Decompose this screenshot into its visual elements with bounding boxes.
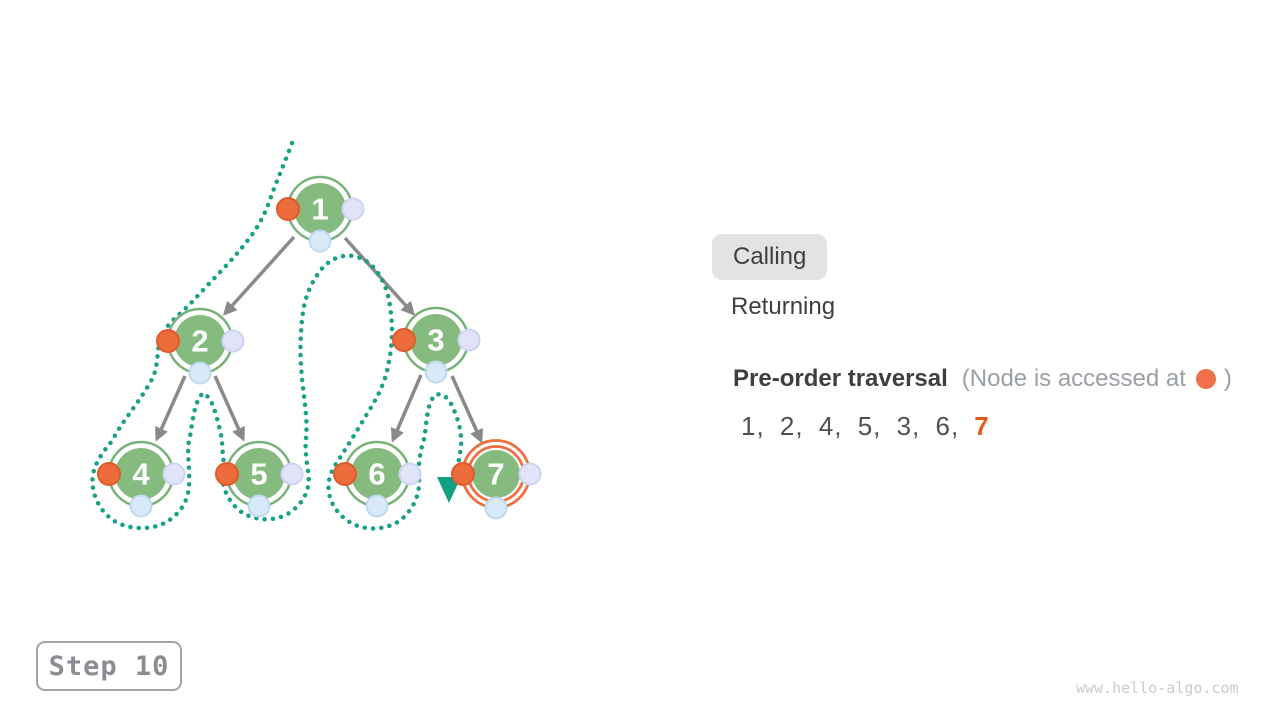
node-label: 4	[132, 457, 150, 492]
edge-3-7	[450, 375, 483, 444]
node-disc	[174, 315, 226, 367]
return-dot-icon	[518, 462, 542, 486]
bottom-dot-icon	[365, 494, 389, 518]
traversal-caption: Pre-order traversal (Node is accessed at…	[733, 365, 1232, 393]
bottom-dot-icon	[247, 494, 271, 518]
return-dot-icon	[341, 197, 365, 221]
sequence-current: 7	[974, 411, 990, 441]
access-dot-icon	[333, 462, 357, 486]
node-label: 6	[368, 457, 385, 492]
binary-tree-figure: 1 2 3 4	[90, 140, 542, 531]
bottom-dot-icon	[424, 360, 448, 384]
tree-node-4: 4	[97, 440, 186, 518]
node-disc	[351, 448, 403, 500]
step-badge: Step 10	[36, 641, 182, 691]
watermark: www.hello-algo.com	[1076, 679, 1239, 697]
traversal-note-suffix: )	[1223, 365, 1232, 392]
current-pointer-icon	[437, 477, 461, 503]
node-label: 2	[191, 324, 208, 359]
access-dot-icon	[156, 329, 180, 353]
access-legend-dot-icon	[1195, 369, 1216, 389]
traversal-path	[90, 140, 464, 531]
traversal-note: (Node is accessed at )	[962, 365, 1232, 393]
node-label: 3	[427, 323, 444, 358]
access-dot-icon	[97, 462, 121, 486]
tree-node-1: 1	[276, 175, 365, 253]
access-dot-icon	[215, 462, 239, 486]
tree-node-6: 6	[333, 440, 422, 518]
step-label: Step 10	[48, 650, 170, 682]
return-dot-icon	[221, 329, 245, 353]
bottom-dot-icon	[484, 496, 508, 520]
bottom-dot-icon	[188, 361, 212, 385]
tree-node-7-current: 7	[451, 439, 542, 520]
traversal-sequence: 1, 2, 4, 5, 3, 6, 7	[741, 412, 990, 440]
state-calling-label: Calling	[733, 243, 807, 270]
tree-node-5: 5	[215, 440, 304, 518]
traversal-note-prefix: (Node is accessed at	[961, 365, 1186, 392]
access-dot-icon	[392, 328, 416, 352]
access-dot-icon	[451, 462, 475, 486]
edge-1-2	[222, 235, 296, 316]
node-label: 7	[487, 457, 504, 492]
node-disc	[115, 448, 167, 500]
edge-2-5	[213, 375, 245, 442]
traversal-title: Pre-order traversal	[733, 365, 948, 392]
node-label: 5	[250, 457, 267, 492]
tree-edges	[155, 235, 483, 444]
sequence-visited: 1, 2, 4, 5, 3, 6,	[741, 411, 960, 441]
edge-2-4	[155, 375, 187, 442]
tree-node-3: 3	[392, 306, 481, 384]
return-dot-icon	[457, 328, 481, 352]
tree-node-2: 2	[156, 307, 245, 385]
node-disc	[294, 183, 346, 235]
node-disc	[233, 448, 285, 500]
node-disc	[472, 450, 520, 498]
bottom-dot-icon	[308, 229, 332, 253]
return-dot-icon	[162, 462, 186, 486]
node-disc	[410, 314, 462, 366]
state-returning-label: Returning	[731, 293, 836, 320]
return-dot-icon	[280, 462, 304, 486]
node-label: 1	[311, 192, 328, 227]
state-calling-badge: Calling	[712, 234, 828, 280]
edge-3-6	[390, 374, 423, 443]
bottom-dot-icon	[129, 494, 153, 518]
access-dot-icon	[276, 197, 300, 221]
return-dot-icon	[398, 462, 422, 486]
